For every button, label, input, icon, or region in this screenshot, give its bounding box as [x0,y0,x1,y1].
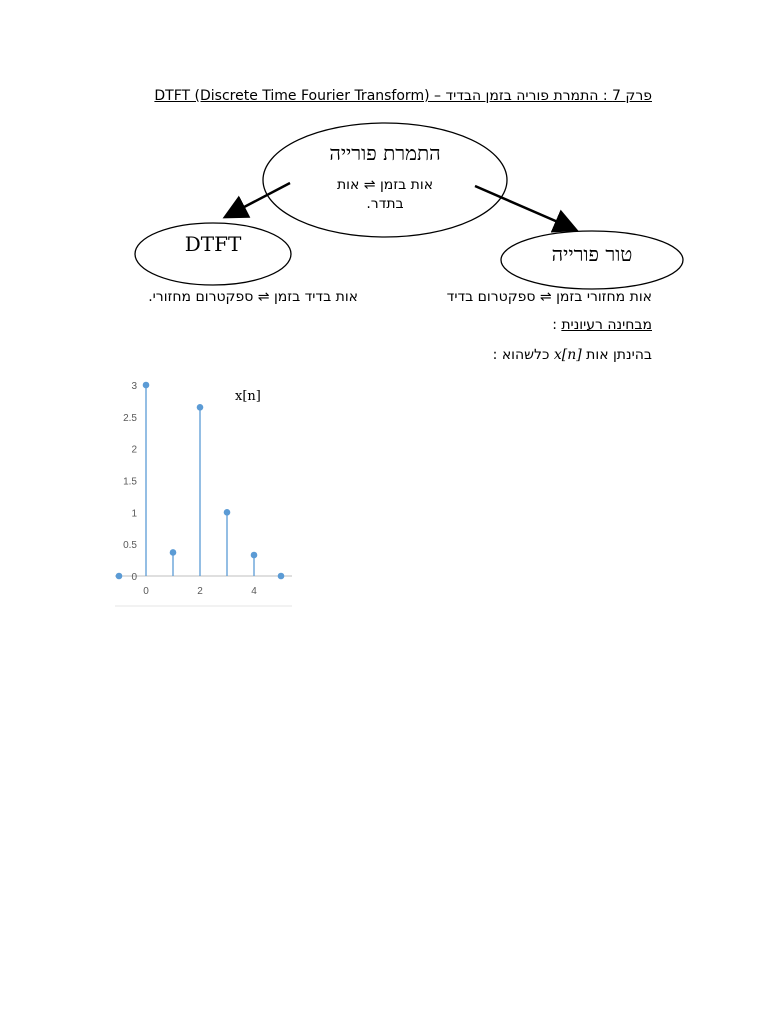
y-tick-label: 0 [131,572,137,583]
center-line2: בתדר. [366,196,404,212]
chart-title: x[n] [235,389,261,404]
section-heading: מבחינה רעיונית : [552,317,652,333]
center-title: התמרת פורייה [329,141,441,165]
dtft-statement: אות בדיד בזמן ⇌ ספקטרום מחזורי. [148,289,358,305]
center-ellipse [262,122,508,238]
given-suffix: כלשהוא : [492,347,550,363]
stem-point [169,549,177,556]
stem-point [277,572,285,580]
y-tick-label: 1 [131,508,137,519]
center-line1: אות בזמן ⇌ אות [336,177,434,193]
section-heading-colon: : [552,317,557,333]
given-signal-line: בהינתן אות x[n] כלשהוא : [493,347,652,363]
given-symbol: x[n] [553,347,582,363]
section-heading-text: מבחינה רעיונית [561,317,652,333]
y-tick-label: 1.5 [123,477,137,488]
left-ellipse [134,222,292,286]
fourier-series-statement: אות מחזורי בזמן ⇌ ספקטרום בדיד [446,289,652,305]
x-tick-label: 2 [197,586,203,597]
stem-point [115,572,123,580]
x-tick-label: 4 [251,586,257,597]
page-title: פרק 7 : התמרת פוריה בזמן הבדיד – DTFT (D… [154,88,652,104]
y-tick-label: 2 [131,445,137,456]
y-tick-label: 3 [131,381,137,392]
right-ellipse [500,230,684,290]
arrow-to-fourier-series [474,184,579,233]
stem-point [223,509,231,516]
fourier-diagram [134,122,684,290]
stem-point [142,381,150,389]
dtft-label: DTFT [184,232,242,256]
given-prefix: בהינתן אות [586,347,652,363]
arrow-to-dtft [222,181,291,219]
fourier-series-label: טור פורייה [551,242,633,266]
stem-point [250,551,258,559]
stem-chart: 0 0.5 1 1.5 2 2.5 3 0 2 4 x[n] [115,381,292,607]
y-tick-label: 0.5 [123,540,137,551]
stem-point [196,403,204,411]
y-tick-label: 2.5 [123,413,137,424]
x-tick-label: 0 [143,586,149,597]
